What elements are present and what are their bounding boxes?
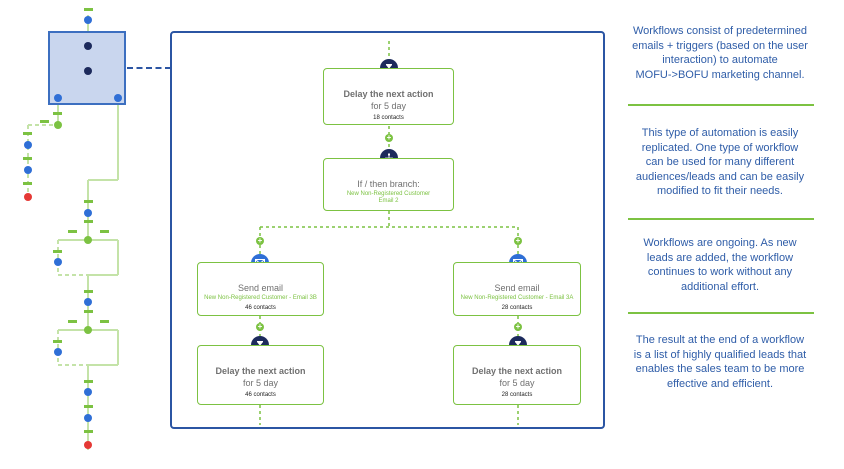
note-line: is a list of highly qualified leads that [633, 348, 807, 361]
note-replication: This type of automation is easily replic… [620, 126, 820, 199]
delay-node-top[interactable]: Delay the next action for 5 day 18 conta… [323, 68, 454, 125]
add-step-button[interactable]: + [256, 236, 264, 245]
add-step-button[interactable]: + [385, 133, 393, 142]
contact-count: 28 contacts [501, 392, 533, 398]
delay-title: Delay the next action [343, 89, 434, 99]
branch-condition-email: Email 2 [378, 198, 399, 204]
note-line: additional effort. [680, 280, 760, 293]
note-ongoing: Workflows are ongoing. As new leads are … [620, 236, 820, 294]
note-definition: Workflows consist of predetermined email… [620, 24, 820, 82]
note-line: audiences/leads and can be easily [635, 170, 805, 183]
note-divider [628, 104, 814, 106]
note-line: emails + triggers (based on the user [632, 39, 808, 52]
delay-node-right[interactable]: Delay the next action for 5 day 28 conta… [453, 345, 581, 405]
delay-title: Delay the next action [471, 366, 563, 376]
email-campaign: New Non-Registered Customer - Email 3A [460, 295, 574, 301]
note-line: MOFU->BOFU marketing channel. [635, 68, 805, 81]
branch-node[interactable]: If / then branch: New Non-Registered Cus… [323, 158, 454, 211]
note-result: The result at the end of a workflow is a… [620, 333, 820, 391]
delay-title: Delay the next action [215, 366, 306, 376]
note-line: Workflows are ongoing. As new [643, 237, 797, 249]
contact-count: 46 contacts [245, 305, 276, 311]
add-step-button[interactable]: + [514, 322, 522, 331]
email-campaign: New Non-Registered Customer - Email 3B [204, 295, 317, 301]
send-email-title: Send email [494, 283, 540, 293]
zoom-connector [127, 67, 171, 69]
contact-count: 28 contacts [501, 305, 533, 311]
branch-condition: New Non-Registered Customer [346, 191, 431, 197]
delay-node-left[interactable]: Delay the next action for 5 day 46 conta… [197, 345, 324, 405]
note-line: continues to work without any [647, 266, 793, 278]
note-divider [628, 312, 814, 314]
note-line: This type of automation is easily [641, 127, 799, 139]
delay-subtitle: for 5 day [499, 378, 535, 388]
send-email-node-left[interactable]: Send email New Non-Registered Customer -… [197, 262, 324, 316]
overview-icons [24, 16, 122, 449]
note-line: Workflows consist of predetermined [632, 25, 808, 37]
delay-subtitle: for 5 day [242, 378, 279, 388]
note-line: leads are added, the workflow [646, 251, 794, 264]
workflow-detail-panel: Delay the next action for 5 day 18 conta… [170, 31, 605, 429]
send-email-node-right[interactable]: Send email New Non-Registered Customer -… [453, 262, 581, 316]
workflow-overview [0, 0, 160, 469]
add-step-button[interactable]: + [514, 236, 522, 245]
delay-subtitle: for 5 day [370, 101, 407, 111]
note-line: can be used for many different [645, 156, 795, 168]
branch-title: If / then branch: [357, 179, 420, 189]
add-step-button[interactable]: + [256, 322, 264, 331]
note-divider [628, 218, 814, 220]
note-line: enables the sales team to be more [635, 363, 805, 375]
note-line: interaction) to automate [662, 54, 778, 66]
note-line: replicated. One type of workflow [641, 141, 799, 154]
contact-count: 46 contacts [245, 392, 276, 398]
send-email-title: Send email [237, 283, 284, 293]
note-line: effective and efficient. [667, 377, 773, 390]
contact-count: 18 contacts [373, 115, 404, 121]
note-line: The result at the end of a workflow [635, 334, 805, 346]
note-line: modified to fit their needs. [657, 185, 783, 197]
